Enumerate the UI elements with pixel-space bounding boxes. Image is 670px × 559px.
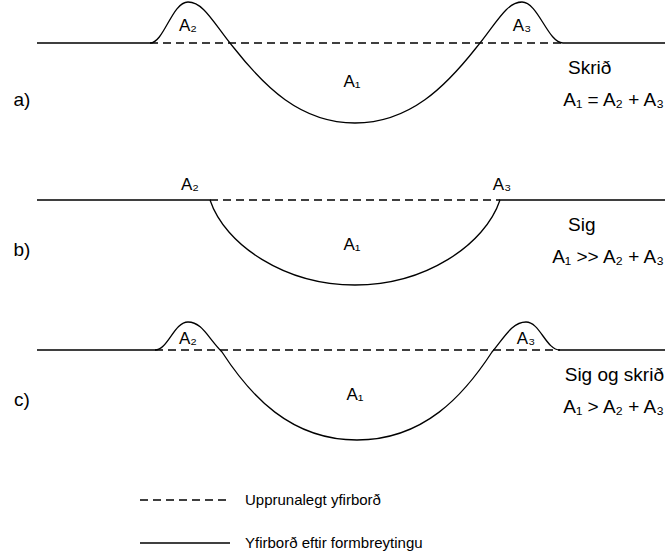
legend-text: Yfirborð eftir formbreytingu — [245, 535, 423, 552]
legend-solid-sample — [140, 542, 230, 543]
area-equation: A₁ >> A₂ + A₃ — [552, 247, 664, 268]
original-surface-line — [155, 349, 560, 350]
original-surface-line — [150, 42, 563, 43]
area-label: A₃ — [493, 176, 511, 195]
area-label: A₃ — [516, 330, 536, 349]
deformed-surface-line — [37, 322, 665, 440]
process-name: Skrið — [568, 58, 611, 79]
panel-letter: a) — [14, 90, 31, 111]
deformed-surface-line — [37, 200, 665, 285]
area-label: A₁ — [343, 73, 360, 92]
area-equation: A₁ > A₂ + A₃ — [563, 397, 664, 418]
deformed-surface-line — [37, 2, 665, 123]
area-label: A₃ — [512, 17, 532, 36]
process-name: Sig og skrið — [565, 365, 664, 386]
area-equation: A₁ = A₂ + A₃ — [563, 90, 664, 111]
area-label: A₂ — [178, 17, 198, 36]
process-name: Sig — [568, 215, 595, 236]
area-label: A₁ — [346, 386, 363, 405]
panel-letter: c) — [14, 390, 30, 411]
legend-dashed-sample — [140, 499, 228, 500]
area-label: A₂ — [181, 176, 199, 195]
area-label: A₂ — [178, 330, 198, 349]
panel-letter: b) — [14, 240, 31, 261]
area-label: A₁ — [343, 236, 360, 255]
legend-text: Upprunalegt yfirborð — [245, 492, 381, 509]
original-surface-line — [210, 199, 500, 200]
